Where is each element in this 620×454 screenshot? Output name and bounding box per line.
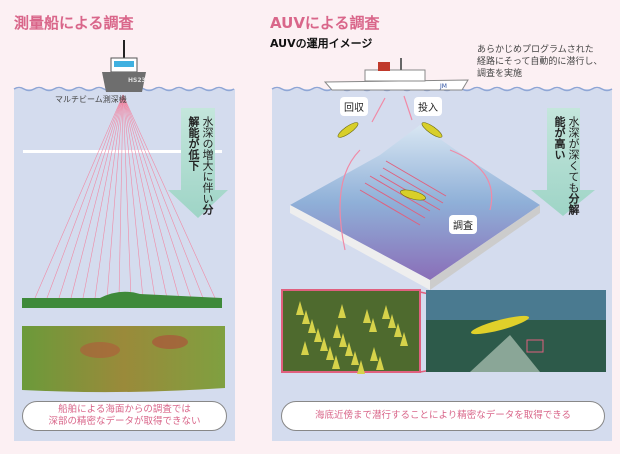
auv-note: あらかじめプログラムされた 経路にそって自動的に潜行し、 調査を実施 <box>477 44 602 80</box>
sonar-beam <box>46 94 124 299</box>
seafloor-spike <box>394 323 402 337</box>
operation-arrows <box>339 95 493 251</box>
left-down-arrow <box>168 108 228 218</box>
seafloor-spike <box>388 314 396 328</box>
survey-ship <box>102 40 146 92</box>
label-deploy: 投入 <box>414 97 442 116</box>
seafloor-spike <box>320 337 328 351</box>
seafloor-spike <box>332 355 340 369</box>
seafloor-spike <box>400 332 408 346</box>
depth-line <box>23 150 222 153</box>
arrow-text-line2: 分解能が高い <box>553 116 580 215</box>
seafloor-spike <box>308 319 316 333</box>
sonar-beam <box>106 94 124 299</box>
arrow-text-line2: 分解能が低下 <box>187 116 214 215</box>
note-line3: 調査を実施 <box>477 69 523 79</box>
seafloor-spike <box>333 324 341 338</box>
seafloor-spike <box>370 347 378 361</box>
sonar-beam <box>118 94 124 299</box>
auv-icon <box>470 315 530 335</box>
sonar-beam <box>122 94 156 299</box>
arrow-text-line1: 水深の増大に伴い <box>201 116 214 204</box>
caption-line1: 船舶による海面からの調査では <box>58 404 191 415</box>
sonar-beam <box>70 94 124 299</box>
note-line2: 経路にそって自動的に潜行し、 <box>477 57 603 67</box>
seafloor-spike <box>338 304 346 318</box>
seafloor-spike <box>339 333 347 347</box>
right-caption: 海底近傍まで潜行することにより精密なデータを取得できる <box>281 401 605 431</box>
sonar-beam <box>122 94 144 299</box>
label-survey: 調査 <box>449 215 477 234</box>
sonar-beam <box>58 94 124 299</box>
seafloor-spike <box>376 356 384 370</box>
ship-hull-label: HS23 <box>128 77 146 84</box>
sonar-beam <box>34 94 124 299</box>
seafloor-spike <box>326 346 334 360</box>
seafloor-spike <box>302 310 310 324</box>
seafloor-spike <box>314 328 322 342</box>
arrow-text-line1: 水深が深くても <box>567 116 580 193</box>
seafloor-spike <box>357 360 365 374</box>
seafloor-spike <box>382 305 390 319</box>
seafloor-spike <box>345 342 353 356</box>
right-subtitle: AUVの運用イメージ <box>270 37 373 50</box>
sonar-beam <box>122 94 192 299</box>
sonar-beam <box>122 94 132 299</box>
low-res-bathymetry-image <box>22 326 225 393</box>
seafloor-spike <box>296 301 304 315</box>
caption-line2: 深部の精密なデータが取得できない <box>48 416 201 427</box>
right-down-arrow <box>531 108 595 216</box>
sonar-beam <box>122 94 204 299</box>
right-title: AUVによる調査 <box>270 14 380 32</box>
seafloor-spike <box>351 351 359 365</box>
sonar-beam <box>122 94 168 299</box>
svg-text:JM: JM <box>439 83 447 90</box>
sonar-beam <box>94 94 124 299</box>
auv-icons <box>337 122 443 201</box>
label-recover: 回収 <box>340 97 368 116</box>
note-line1: あらかじめプログラムされた <box>477 45 594 55</box>
sonar-beam <box>122 94 180 299</box>
seafloor-spike <box>363 309 371 323</box>
left-arrow-text: 水深の増大に伴い分解能が低下 <box>186 116 214 216</box>
seafloor-spike <box>369 318 377 332</box>
sonar-label: マルチビーム測深機 <box>55 95 127 104</box>
left-title: 測量船による調査 <box>14 14 134 32</box>
sonar-beam <box>82 94 124 299</box>
seafloor-spike <box>301 341 309 355</box>
sonar-beams <box>34 94 216 299</box>
left-caption: 船舶による海面からの調査では深部の精密なデータが取得できない <box>22 401 227 431</box>
seafloor <box>22 291 222 308</box>
right-arrow-text: 水深が深くても分解能が高い <box>552 116 580 216</box>
support-vessel: JM <box>323 58 469 91</box>
seafloor-spikes <box>296 301 408 374</box>
sonar-beam <box>122 94 216 299</box>
